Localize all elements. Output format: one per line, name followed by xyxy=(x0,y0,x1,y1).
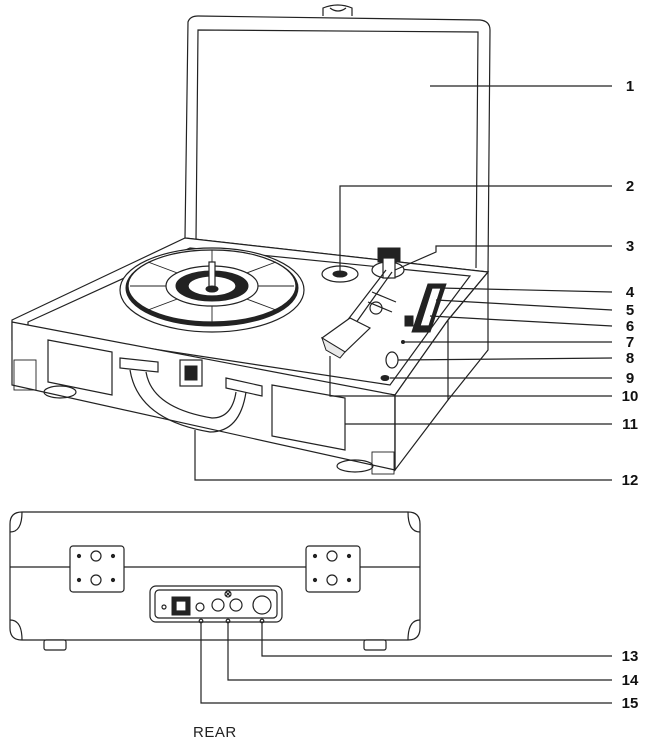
lid xyxy=(184,4,491,273)
callout-2: 2 xyxy=(626,178,634,195)
hinge-right xyxy=(305,545,361,593)
callout-3: 3 xyxy=(626,238,634,255)
callout-14: 14 xyxy=(622,672,639,689)
callout-12: 12 xyxy=(622,472,639,489)
callout-13: 13 xyxy=(622,648,639,665)
callout-1: 1 xyxy=(626,78,634,95)
leader-lines xyxy=(194,85,613,704)
platter xyxy=(119,247,305,333)
callout-numbers: 1 2 3 4 5 6 7 8 9 10 11 12 13 14 15 xyxy=(622,78,639,712)
rear-view xyxy=(9,511,421,651)
callout-4: 4 xyxy=(626,284,635,301)
hinge-left xyxy=(69,545,125,593)
callout-10: 10 xyxy=(622,388,639,405)
handle xyxy=(119,357,263,433)
rear-jack-panel xyxy=(149,585,283,624)
callout-6: 6 xyxy=(626,318,634,335)
callout-11: 11 xyxy=(622,416,638,433)
callout-5: 5 xyxy=(626,302,634,319)
rear-caption: REAR xyxy=(193,724,237,741)
callout-15: 15 xyxy=(622,695,639,712)
callout-7: 7 xyxy=(626,334,634,351)
callout-9: 9 xyxy=(626,370,634,387)
callout-8: 8 xyxy=(626,350,634,367)
front-view xyxy=(11,4,491,475)
tonearm xyxy=(320,247,405,359)
control-panel xyxy=(404,283,447,333)
